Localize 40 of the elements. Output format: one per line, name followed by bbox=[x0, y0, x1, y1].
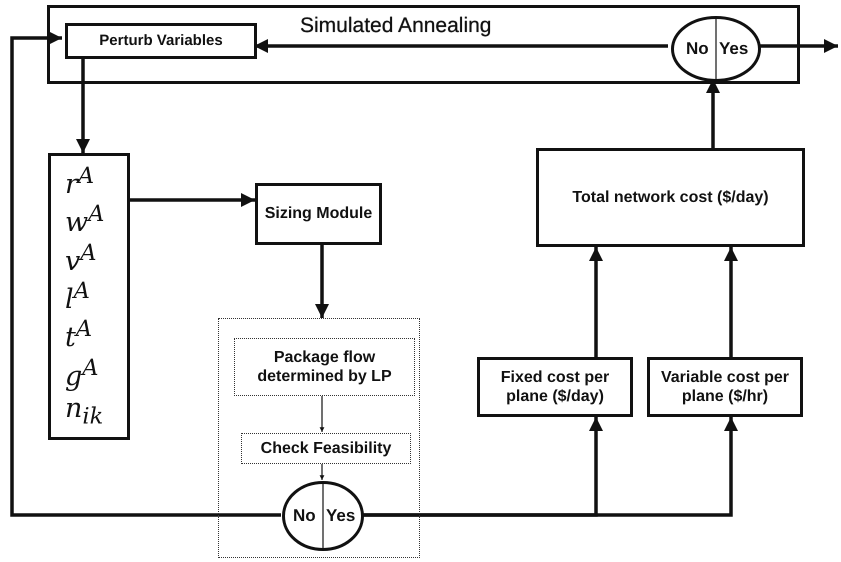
box-label: Perturb Variables bbox=[99, 32, 223, 50]
process-box bbox=[65, 23, 257, 59]
box-label: Check Feasibility bbox=[260, 438, 392, 458]
module-frame bbox=[218, 318, 420, 558]
process-box bbox=[647, 357, 803, 417]
variable-list-box bbox=[48, 153, 130, 440]
arrow bbox=[320, 395, 324, 432]
process-box bbox=[536, 148, 805, 247]
box-label: Total network cost ($/day) bbox=[572, 188, 769, 208]
arrow bbox=[315, 245, 329, 318]
decision-option: Yes bbox=[326, 506, 356, 526]
process-frame bbox=[47, 5, 800, 84]
variable-symbol: n$_{ik}$ bbox=[65, 395, 104, 428]
box-label: Sizing Module bbox=[264, 204, 372, 224]
variable-symbol: t$^{A}$ bbox=[65, 318, 94, 352]
arrow bbox=[724, 247, 738, 357]
variable-symbol: r$^{A}$ bbox=[65, 164, 96, 198]
box-label: Fixed cost per plane ($/day) bbox=[500, 368, 610, 406]
box-label: Variable cost per plane ($/hr) bbox=[660, 368, 790, 406]
variable-symbol: g$^{A}$ bbox=[65, 356, 100, 390]
box-label: Package flow determined by LP bbox=[256, 348, 393, 386]
decision-ellipse bbox=[282, 481, 364, 551]
process-box bbox=[255, 183, 382, 245]
decision-ellipse bbox=[671, 16, 761, 82]
variable-symbol: w$^{A}$ bbox=[65, 203, 106, 236]
arrow bbox=[320, 463, 324, 480]
frame-title: Simulated Annealing bbox=[300, 14, 492, 38]
arrow bbox=[758, 39, 838, 53]
variable-symbol: v$^{A}$ bbox=[65, 242, 98, 275]
arrow bbox=[130, 193, 255, 207]
decision-option: No bbox=[293, 506, 316, 526]
decision-option: Yes bbox=[719, 39, 748, 59]
variable-symbol: l$^{A}$ bbox=[65, 280, 91, 314]
arrow bbox=[363, 417, 738, 517]
arrow bbox=[10, 31, 281, 517]
process-box bbox=[241, 433, 411, 464]
process-box bbox=[234, 338, 415, 396]
decision-option: No bbox=[686, 39, 709, 59]
arrow bbox=[589, 247, 603, 357]
process-box bbox=[477, 357, 633, 417]
